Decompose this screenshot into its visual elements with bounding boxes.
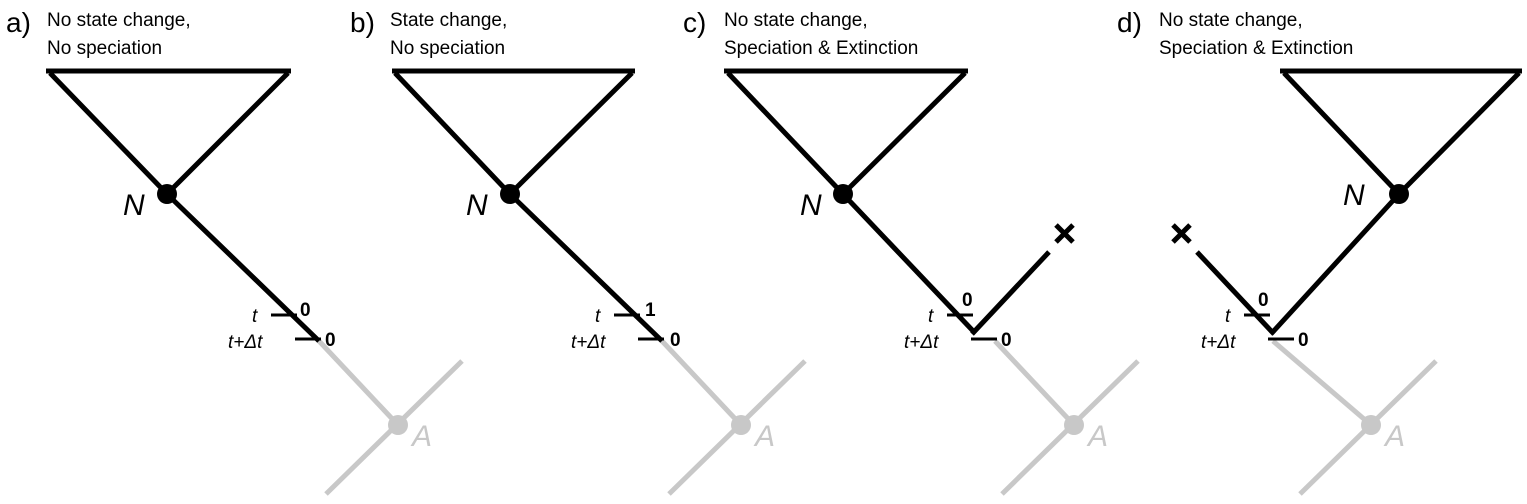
time-label-t: t — [928, 306, 934, 327]
state-label-t: 0 — [1258, 290, 1269, 311]
stem-branch — [508, 192, 664, 343]
extinction-x-icon — [1054, 223, 1075, 244]
state-label-t-dt: 0 — [1001, 330, 1012, 351]
panel-letter: b) — [350, 7, 375, 38]
time-label-t-dt: t+Δt — [228, 332, 263, 353]
faded-branch-to-ancestor — [993, 339, 1076, 427]
panel-title-line1: No state change, — [724, 10, 868, 31]
state-label-t: 1 — [645, 300, 656, 321]
extinct-branch — [970, 250, 1051, 336]
clade-right-branch — [841, 71, 967, 196]
time-label-t: t — [1225, 306, 1231, 327]
node-dot — [1389, 184, 1409, 204]
ancestor-node-label: A — [410, 420, 432, 453]
ancestor-node-label: A — [1086, 420, 1108, 453]
state-label-t: 0 — [962, 290, 973, 311]
panel-letter: a) — [6, 7, 31, 38]
time-label-t-dt: t+Δt — [1201, 332, 1236, 353]
panel-title-line2: Speciation & Extinction — [724, 38, 918, 59]
node-dot — [157, 184, 177, 204]
stem-branch — [165, 192, 321, 343]
panel-b: b) State change, No speciation A N t t+Δ… — [350, 7, 807, 496]
time-label-t-dt: t+Δt — [571, 332, 606, 353]
panel-letter: c) — [683, 7, 706, 38]
state-label-t-dt: 0 — [670, 330, 681, 351]
panel-title-line1: No state change, — [1159, 10, 1303, 31]
panel-a: a) No state change, No speciation A N t … — [6, 7, 464, 496]
stem-branch — [1269, 192, 1401, 336]
ancestor-node-dot — [1361, 415, 1381, 435]
panel-title-line2: No speciation — [47, 38, 162, 59]
ancestor-node-dot — [1064, 415, 1084, 435]
faded-branch-to-ancestor — [660, 339, 743, 427]
ancestor-node-label: A — [1383, 420, 1405, 453]
clade-left-branch — [393, 71, 512, 196]
state-label-t-dt: 0 — [1298, 330, 1309, 351]
ancestor-node-dot — [388, 415, 408, 435]
panel-title-line2: No speciation — [390, 38, 505, 59]
time-label-t: t — [595, 306, 601, 327]
extinct-branch — [1195, 250, 1276, 336]
panel-title-line1: No state change, — [47, 10, 191, 31]
node-label: N — [1343, 179, 1365, 212]
node-dot — [833, 184, 853, 204]
clade-right-branch — [508, 71, 634, 196]
faded-branch-to-ancestor — [317, 339, 400, 427]
panel-c: c) No state change, Speciation & Extinct… — [683, 7, 1140, 496]
ancestor-node-dot — [731, 415, 751, 435]
state-label-t: 0 — [300, 300, 311, 321]
clade-left-branch — [1282, 71, 1401, 196]
clade-right-branch — [165, 71, 290, 196]
node-label: N — [123, 189, 145, 222]
clade-right-branch — [1397, 71, 1521, 196]
state-label-t-dt: 0 — [325, 330, 336, 351]
ancestor-node-label: A — [753, 420, 775, 453]
node-label: N — [466, 189, 488, 222]
time-label-t-dt: t+Δt — [904, 332, 939, 353]
panel-title-line1: State change, — [390, 10, 507, 31]
faded-branch-to-ancestor — [1271, 339, 1373, 427]
panel-letter: d) — [1117, 7, 1142, 38]
stem-branch — [841, 192, 977, 335]
node-dot — [500, 184, 520, 204]
time-label-t: t — [252, 306, 258, 327]
clade-left-branch — [48, 71, 169, 196]
node-label: N — [800, 189, 822, 222]
panel-d: d) No state change, Speciation & Extinct… — [1117, 7, 1522, 496]
clade-left-branch — [726, 71, 845, 196]
panel-title-line2: Speciation & Extinction — [1159, 38, 1353, 59]
extinction-x-icon — [1171, 223, 1192, 244]
